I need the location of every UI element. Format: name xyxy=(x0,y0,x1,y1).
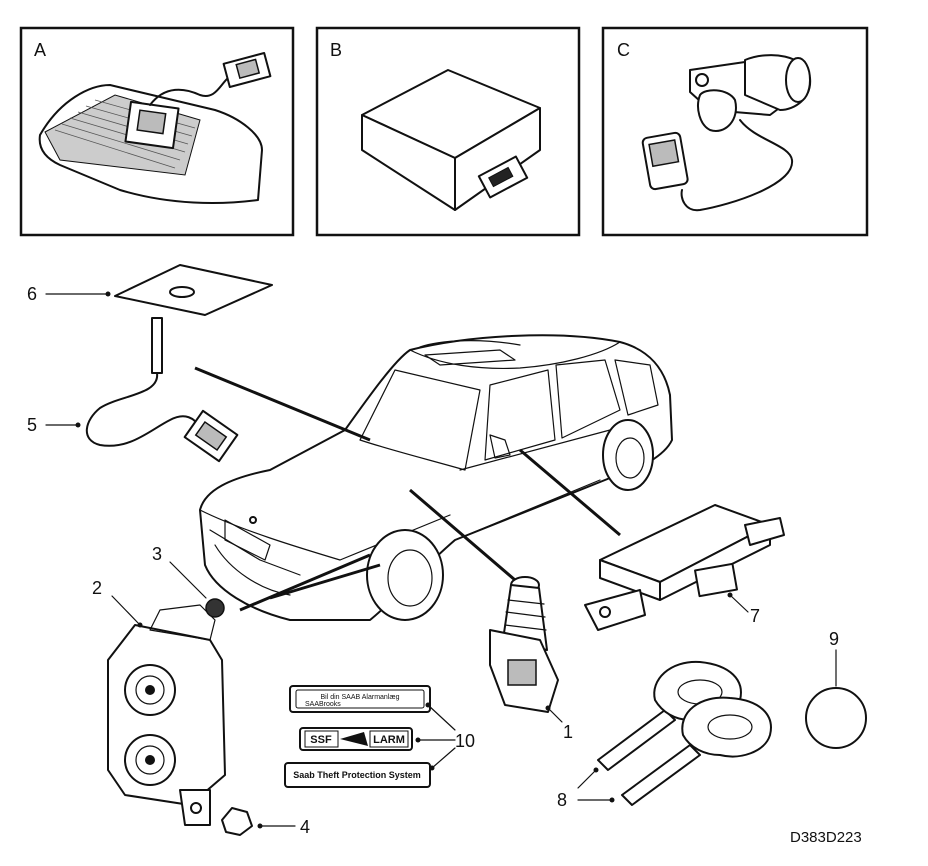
leader-lines xyxy=(194,366,621,612)
part-9-disc xyxy=(805,687,867,749)
decal-alarm-sticker-line2: SAABrooks xyxy=(305,701,341,708)
car-illustration xyxy=(199,334,673,621)
callouts: 6 5 3 2 4 1 7 9 8 xyxy=(27,284,839,837)
decal-larm-text: LARM xyxy=(373,734,405,746)
callout-5: 5 xyxy=(27,415,37,435)
part-7-sensor-module xyxy=(584,504,785,631)
part-1-bonnet-switch xyxy=(489,576,559,713)
alarm-control-module xyxy=(361,69,541,211)
decal-alarm-sticker-line1: Bil din SAAB Alarmanlæg xyxy=(321,694,400,701)
decal-theft-protection xyxy=(284,762,431,788)
courtesy-light-sensor xyxy=(38,51,272,204)
lock-cylinder-switch xyxy=(641,54,812,212)
callout-2: 2 xyxy=(92,578,102,598)
panel-a-letter: A xyxy=(34,40,46,60)
part-2-siren xyxy=(107,604,226,826)
part-10-decals: Bil din SAAB Alarmanlæg SAABrooks SSF LA… xyxy=(284,685,431,788)
callout-8: 8 xyxy=(557,790,567,810)
callout-4: 4 xyxy=(300,817,310,837)
panel-b-letter: B xyxy=(330,40,342,60)
callout-3: 3 xyxy=(152,544,162,564)
part-8-keys xyxy=(597,660,772,806)
callout-1: 1 xyxy=(563,722,573,742)
panel-a: A xyxy=(19,26,295,237)
part-4-nut xyxy=(221,807,253,836)
part-5-sensor-wire xyxy=(85,317,239,463)
key-glyph-icon xyxy=(340,732,368,746)
part-6-plate xyxy=(114,264,273,316)
panel-c-letter: C xyxy=(617,40,630,60)
callout-9: 9 xyxy=(829,629,839,649)
decal-alarm-sticker xyxy=(289,685,431,713)
panel-c-frame xyxy=(601,26,869,237)
callout-7: 7 xyxy=(750,606,760,626)
callout-6: 6 xyxy=(27,284,37,304)
panel-c: C xyxy=(601,26,869,237)
part-3-grommet xyxy=(205,598,225,618)
callout-10: 10 xyxy=(455,731,475,751)
decal-ssf-text: SSF xyxy=(310,734,332,746)
figure-code: D383D223 xyxy=(790,829,862,846)
panel-b: B xyxy=(315,26,581,237)
decal-theft-protection-text: Saab Theft Protection System xyxy=(293,770,421,780)
